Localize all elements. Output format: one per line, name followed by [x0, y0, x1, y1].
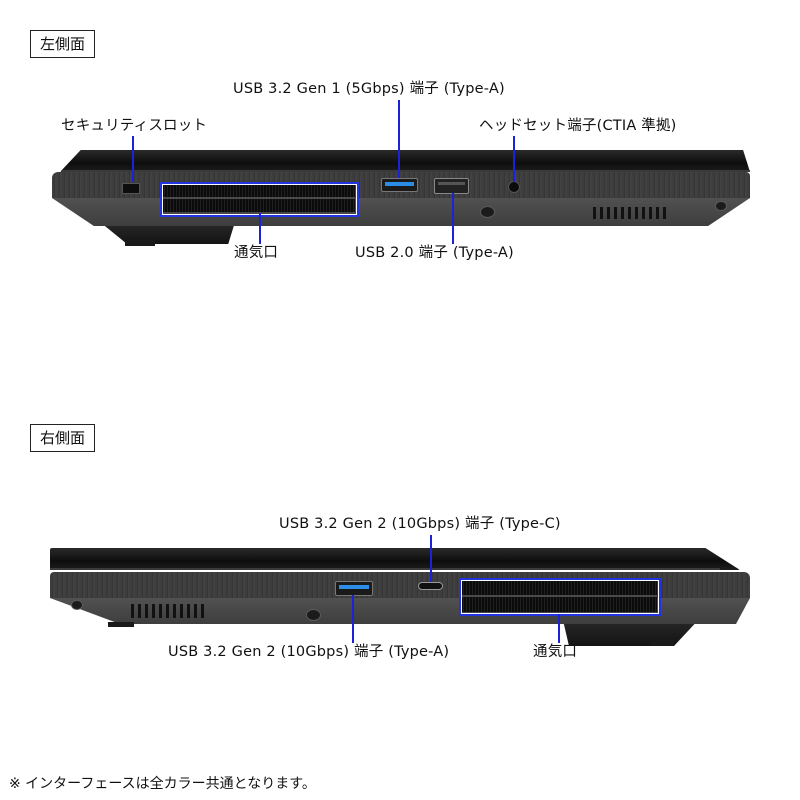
- usb-32-gen1-leader: [398, 100, 400, 178]
- security-slot-label: セキュリティスロット: [61, 118, 208, 134]
- left-vent-divider: [162, 197, 355, 199]
- left-lid-edge: [62, 170, 750, 172]
- left-vent-leader: [259, 213, 261, 244]
- right-vent-divider: [461, 595, 657, 597]
- right-screw-2: [306, 609, 321, 621]
- usb-32-gen1-port: [381, 178, 418, 192]
- left-screw-1: [480, 206, 495, 218]
- usb-32-gen2-typec-label: USB 3.2 Gen 2 (10Gbps) 端子 (Type-C): [279, 516, 561, 532]
- usb-32-gen2-typea-leader: [352, 595, 354, 643]
- right-vent-leader: [558, 614, 560, 643]
- left-rear-stand: [100, 222, 235, 244]
- headset-jack-label: ヘッドセット端子(CTIA 準拠): [479, 118, 677, 134]
- right-foot-2: [650, 640, 674, 646]
- right-side-section-label: 右側面: [30, 424, 96, 452]
- usb-32-gen2-typec-port: [418, 582, 443, 590]
- usb-32-gen2-typea-port: [335, 581, 373, 596]
- right-speaker-grille: [131, 604, 208, 618]
- laptop-left-side-view: [0, 0, 800, 260]
- left-side-section-label: 左側面: [30, 30, 96, 58]
- security-slot-leader: [132, 136, 134, 182]
- headset-jack-leader: [513, 136, 515, 182]
- right-lid: [50, 548, 740, 570]
- left-vent-label: 通気口: [234, 245, 279, 261]
- right-screw-1: [71, 600, 83, 610]
- left-lid: [60, 150, 750, 172]
- security-slot: [122, 183, 140, 194]
- usb-20-port: [434, 178, 469, 194]
- usb-20-label: USB 2.0 端子 (Type-A): [355, 245, 514, 261]
- left-speaker-grille: [593, 207, 668, 219]
- right-vent-highlight: [459, 578, 661, 616]
- usb-32-gen2-typea-label: USB 3.2 Gen 2 (10Gbps) 端子 (Type-A): [168, 644, 450, 660]
- footnote: ※ インターフェースは全カラー共通となります。: [9, 776, 316, 792]
- usb-32-gen1-label: USB 3.2 Gen 1 (5Gbps) 端子 (Type-A): [233, 81, 505, 97]
- right-vent-label: 通気口: [533, 644, 578, 660]
- left-screw-2: [715, 201, 727, 211]
- usb-20-leader: [452, 193, 454, 244]
- right-lid-edge: [50, 568, 720, 570]
- left-foot: [125, 240, 155, 246]
- right-foot-1: [108, 622, 134, 627]
- usb-32-gen2-typec-leader: [430, 535, 432, 582]
